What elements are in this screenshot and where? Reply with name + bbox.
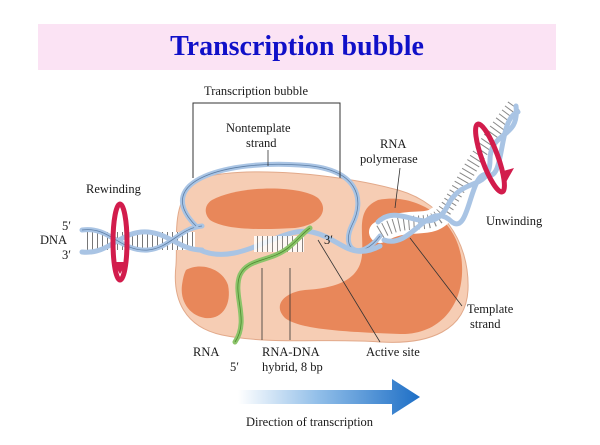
polymerase-lobe-left [181,266,229,319]
polymerase-lobe-top [205,188,324,230]
label-5prime-rna: 5′ [230,360,239,374]
label-active-site: Active site [366,345,420,359]
label-nontemplate-1: Nontemplate [226,121,291,135]
label-rna-polymerase-2: polymerase [360,152,418,166]
leader-lines [261,150,463,343]
unwinding-arrow [473,121,514,195]
label-template-2: strand [470,317,501,331]
label-direction: Direction of transcription [246,415,374,429]
template-strand [197,228,383,257]
dna-duplex-right [369,93,526,244]
label-3prime-dna: 3′ [62,248,71,262]
label-5prime-dna: 5′ [62,219,71,233]
label-rna: RNA [193,345,219,359]
dna-duplex-left [79,223,205,255]
direction-arrow [238,379,420,415]
label-dna: DNA [40,233,67,247]
title-band: Transcription bubble [38,24,556,70]
label-rna-dna-hybrid-1: RNA-DNA [262,345,320,359]
bubble-bracket [192,102,341,178]
label-template-1: Template [467,302,514,316]
rewinding-arrow [110,201,130,283]
label-nontemplate-2: strand [246,136,277,150]
label-transcription-bubble: Transcription bubble [204,84,308,98]
label-rna-dna-hybrid-2: hybrid, 8 bp [262,360,323,374]
diagram-title: Transcription bubble [170,31,424,62]
label-3prime-rna: 3′ [324,233,333,247]
label-rewinding: Rewinding [86,182,142,196]
label-unwinding: Unwinding [486,214,543,228]
label-rna-polymerase-1: RNA [380,137,406,151]
